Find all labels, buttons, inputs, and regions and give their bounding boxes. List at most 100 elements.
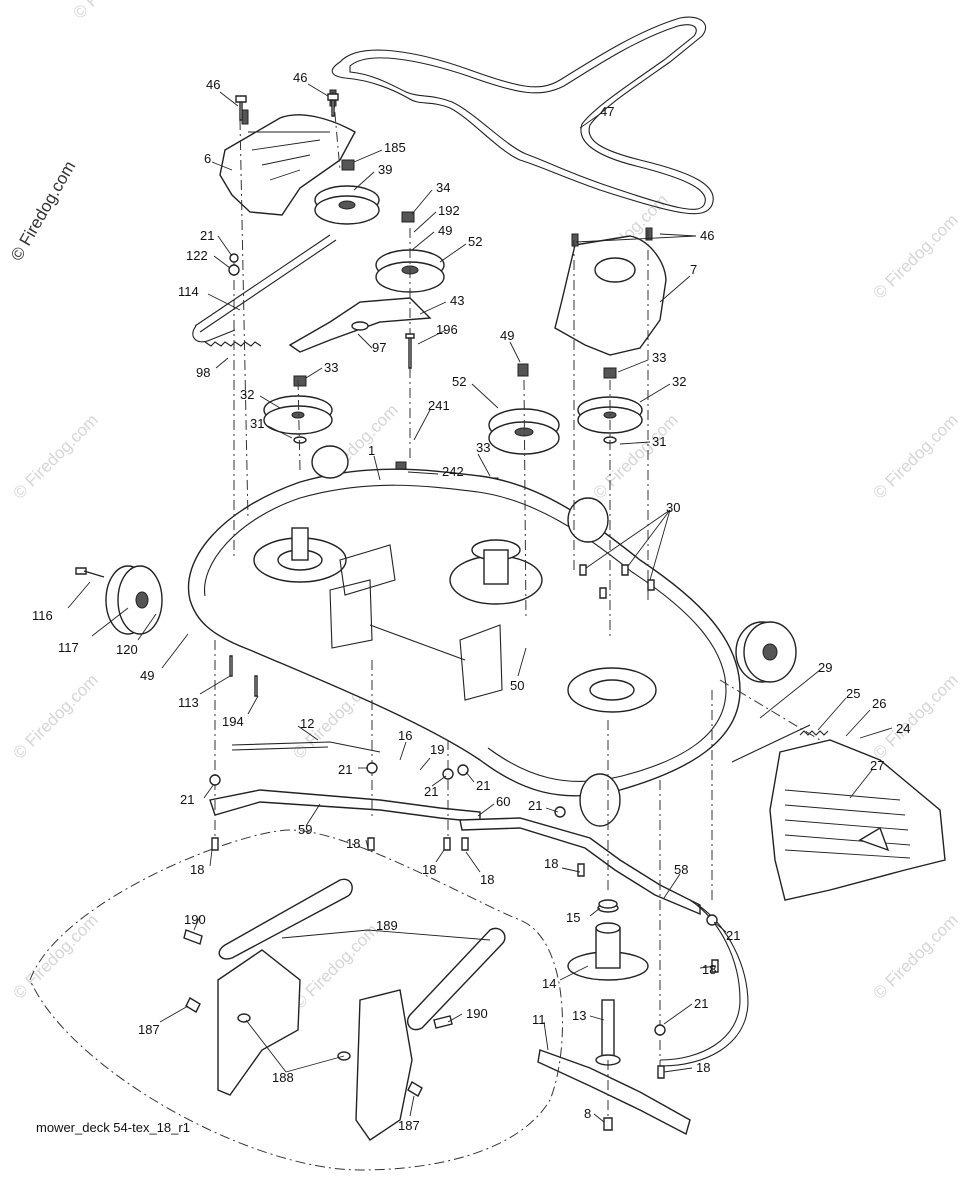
stabilizer-bar-60 bbox=[459, 817, 701, 916]
callout-31: 31 bbox=[652, 434, 666, 449]
callout-29: 29 bbox=[818, 660, 832, 675]
callout-19: 19 bbox=[430, 742, 444, 757]
spindle-housing-14 bbox=[567, 903, 649, 981]
callout-190: 190 bbox=[466, 1006, 488, 1021]
watermark: © Firedog.com bbox=[9, 670, 101, 762]
callout-46: 46 bbox=[700, 228, 714, 243]
callout-187: 187 bbox=[138, 1022, 160, 1037]
callout-117: 117 bbox=[58, 640, 79, 655]
hanger-bracket-left bbox=[217, 949, 301, 1096]
callout-113: 113 bbox=[178, 695, 199, 710]
callout-47: 47 bbox=[600, 104, 614, 119]
callout-49: 49 bbox=[438, 223, 452, 238]
gauge-wheel-rear-right bbox=[567, 497, 609, 543]
watermark: © Firedog.com bbox=[869, 410, 961, 502]
assembly-lines bbox=[214, 91, 821, 1120]
callout-21: 21 bbox=[200, 228, 214, 243]
callout-122: 122 bbox=[186, 248, 208, 263]
mower-deck bbox=[187, 468, 741, 797]
callout-189: 189 bbox=[376, 918, 398, 933]
callout-21: 21 bbox=[180, 792, 194, 807]
callout-labels: 46 46 47 185 6 39 34 192 49 52 21 122 11… bbox=[32, 70, 910, 1133]
callout-21: 21 bbox=[338, 762, 352, 777]
gauge-wheel-front-right bbox=[579, 773, 621, 827]
callout-49: 49 bbox=[140, 668, 154, 683]
callout-116: 116 bbox=[32, 608, 53, 623]
callout-18: 18 bbox=[190, 862, 204, 877]
callout-185: 185 bbox=[384, 140, 406, 155]
hanger-189-right bbox=[406, 927, 506, 1031]
callout-46: 46 bbox=[293, 70, 307, 85]
drive-belt bbox=[331, 16, 714, 215]
idler-rod-114 bbox=[192, 234, 337, 343]
callout-13: 13 bbox=[572, 1008, 586, 1023]
callout-34: 34 bbox=[436, 180, 450, 195]
callout-30: 30 bbox=[666, 500, 680, 515]
callout-52: 52 bbox=[452, 374, 466, 389]
callout-21: 21 bbox=[476, 778, 490, 793]
callout-59: 59 bbox=[298, 822, 312, 837]
idler-arm-43 bbox=[288, 297, 432, 353]
callout-21: 21 bbox=[424, 784, 438, 799]
leader-lines bbox=[67, 83, 893, 1123]
callout-21: 21 bbox=[694, 996, 708, 1011]
callout-194: 194 bbox=[222, 714, 244, 729]
callout-27: 27 bbox=[870, 758, 884, 773]
discharge-chute bbox=[769, 739, 946, 901]
spindle-shaft-13 bbox=[595, 999, 621, 1066]
callout-11: 11 bbox=[532, 1012, 546, 1027]
callout-120: 120 bbox=[116, 642, 138, 657]
watermark-main: © Firedog.com bbox=[7, 158, 79, 264]
callout-98: 98 bbox=[196, 365, 210, 380]
belt-shield-right bbox=[554, 227, 667, 356]
callout-33: 33 bbox=[476, 440, 490, 455]
diagram-caption: mower_deck 54-tex_18_r1 bbox=[36, 1120, 190, 1135]
callout-18: 18 bbox=[696, 1060, 710, 1075]
callout-31: 31 bbox=[250, 416, 264, 431]
hanger-bracket-right bbox=[355, 989, 413, 1141]
blade-11 bbox=[537, 1049, 691, 1136]
callout-32: 32 bbox=[672, 374, 686, 389]
inset-frame bbox=[29, 829, 563, 1171]
callout-46: 46 bbox=[206, 77, 220, 92]
spring-25 bbox=[799, 730, 829, 736]
chute-rod-29 bbox=[731, 724, 811, 763]
callout-21: 21 bbox=[726, 928, 740, 943]
watermark: © Firedog.com bbox=[9, 910, 101, 1002]
callout-242: 242 bbox=[442, 464, 464, 479]
callout-14: 14 bbox=[542, 976, 556, 991]
callout-39: 39 bbox=[378, 162, 392, 177]
stabilizer-bar-59 bbox=[209, 789, 481, 823]
callout-16: 16 bbox=[398, 728, 412, 743]
rear-link-58 bbox=[659, 899, 749, 1067]
callout-18: 18 bbox=[422, 862, 436, 877]
callout-49: 49 bbox=[500, 328, 514, 343]
callout-114: 114 bbox=[178, 284, 199, 299]
gauge-wheel-left bbox=[105, 565, 163, 635]
callout-18: 18 bbox=[480, 872, 494, 887]
callout-196: 196 bbox=[436, 322, 458, 337]
callout-8: 8 bbox=[584, 1106, 591, 1121]
callout-187: 187 bbox=[398, 1118, 420, 1133]
callout-190: 190 bbox=[184, 912, 206, 927]
callout-25: 25 bbox=[846, 686, 860, 701]
fasteners bbox=[75, 93, 719, 1131]
callout-32: 32 bbox=[240, 387, 254, 402]
callout-188: 188 bbox=[272, 1070, 294, 1085]
mandrel-pulley-32-left bbox=[263, 395, 333, 435]
gauge-wheel-rear-left bbox=[311, 445, 349, 479]
idler-pulley-39 bbox=[314, 185, 380, 225]
watermark: © Firedog.com bbox=[69, 0, 161, 23]
callout-18: 18 bbox=[544, 856, 558, 871]
watermark: © Firedog.com bbox=[869, 670, 961, 762]
callout-26: 26 bbox=[872, 696, 886, 711]
hanger-189-left bbox=[218, 878, 353, 960]
callout-7: 7 bbox=[690, 262, 697, 277]
callout-15: 15 bbox=[566, 910, 580, 925]
callout-50: 50 bbox=[510, 678, 524, 693]
callout-192: 192 bbox=[438, 203, 460, 218]
callout-33: 33 bbox=[324, 360, 338, 375]
callout-43: 43 bbox=[450, 293, 464, 308]
callout-18: 18 bbox=[702, 962, 716, 977]
callout-12: 12 bbox=[300, 716, 314, 731]
